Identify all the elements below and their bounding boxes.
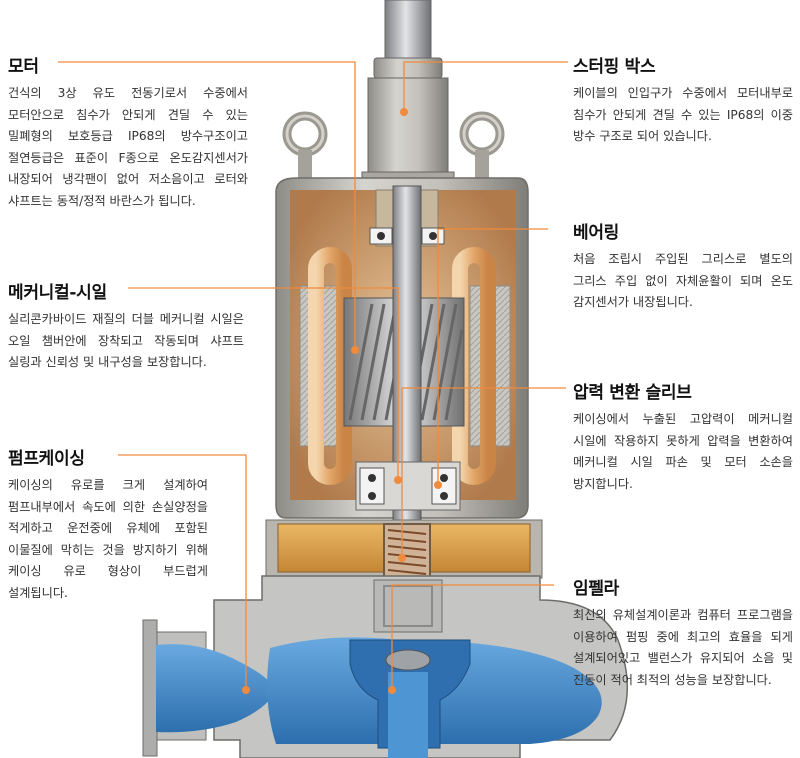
callout-stuffing-box: 스터핑 박스 케이블의 인입구가 수중에서 모터내부로 침수가 안되게 견딜 수… bbox=[573, 52, 793, 148]
callout-title: 압력 변환 슬리브 bbox=[573, 383, 692, 403]
lifting-eye-icon bbox=[282, 111, 328, 178]
callout-body: 케이싱에서 누출된 고압력이 메커니컬 시일에 작용하지 못하게 압력을 변환하… bbox=[573, 412, 793, 491]
callout-impeller: 임펠라 최신의 유체설계이론과 컴퓨터 프로그램을 이용하여 펌핑 중에 최고의… bbox=[573, 574, 793, 691]
callout-pressure-sleeve: 압력 변환 슬리브 케이싱에서 누출된 고압력이 메커니컬 시일에 작용하지 못… bbox=[573, 378, 793, 495]
callout-title: 모터 bbox=[8, 57, 39, 77]
callout-title: 임펠라 bbox=[573, 579, 620, 599]
callout-motor: 모터 건식의 3상 유도 전동기로서 수중에서 모터안으로 침수가 안되게 견딜… bbox=[8, 52, 248, 212]
callout-title: 펌프케이싱 bbox=[8, 449, 85, 469]
callout-body: 최신의 유체설계이론과 컴퓨터 프로그램을 이용하여 펌핑 중에 최고의 효율을… bbox=[573, 608, 793, 687]
callout-body: 실리콘카바이드 재질의 더블 메커니컬 시일은 오일 챔버안에 장착되고 작동되… bbox=[8, 312, 244, 369]
lifting-eye-icon bbox=[459, 111, 505, 178]
leader-dot-icon bbox=[242, 108, 442, 694]
callout-body: 케이블의 인입구가 수중에서 모터내부로 침수가 안되게 견딜 수 있는 IP6… bbox=[573, 86, 793, 143]
leader-lines bbox=[58, 61, 568, 690]
callout-title: 메커니컬-시일 bbox=[8, 283, 107, 303]
callout-pump-casing: 펌프케이싱 케이싱의 유로를 크게 설계하여 펌프내부에서 속도에 의한 손실양… bbox=[8, 444, 208, 604]
stuffing-box-body bbox=[373, 57, 443, 79]
callout-mechanical-seal: 메커니컬-시일 실리콘카바이드 재질의 더블 메커니컬 시일은 오일 챔버안에 … bbox=[8, 278, 244, 374]
mechanical-seal bbox=[383, 523, 431, 581]
stuffing-box-neck bbox=[367, 77, 449, 184]
cable-entry-cap bbox=[384, 0, 432, 59]
callout-body: 케이싱의 유로를 크게 설계하여 펌프내부에서 속도에 의한 손실양정을 적게하… bbox=[8, 478, 208, 600]
callout-title: 베어링 bbox=[573, 223, 620, 243]
pressure-sleeve bbox=[373, 579, 443, 633]
callout-bearing: 베어링 처음 조립시 주입된 그리스로 별도의 그리스 주입 없이 자체윤활이 … bbox=[573, 218, 793, 314]
callout-body: 처음 조립시 주입된 그리스로 별도의 그리스 주입 없이 자체윤활이 되며 온… bbox=[573, 252, 793, 309]
callout-body: 건식의 3상 유도 전동기로서 수중에서 모터안으로 침수가 안되게 견딜 수 … bbox=[8, 86, 248, 208]
callout-title: 스터핑 박스 bbox=[573, 57, 656, 77]
